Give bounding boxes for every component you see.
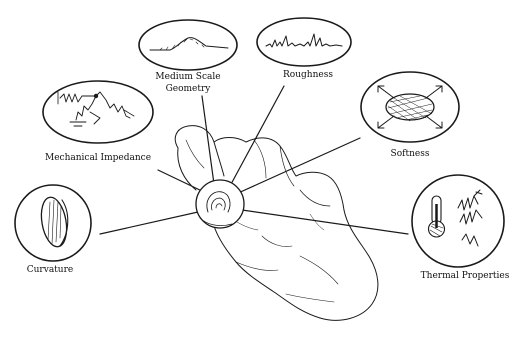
curved-disc-icon [15,185,91,261]
label-mechanical-impedance: Mechanical Impedance [38,152,158,164]
label-medium-scale-line2: Geometry [150,83,226,95]
thermometer-icon [412,175,504,267]
line-medium-scale [202,96,214,184]
bump-surface-icon [139,20,237,70]
squeeze-ellipse-icon [361,72,459,142]
fingertip-contact-icon [196,180,244,228]
spring-damper-icon [43,81,153,143]
label-roughness: Roughness [278,69,338,81]
rough-surface-icon [257,18,351,66]
line-curvature [100,212,198,234]
label-thermal-properties: Thermal Properties [418,270,512,282]
label-curvature: Curvature [20,264,80,276]
line-thermal [242,210,408,234]
label-softness: Softness [382,148,438,160]
label-medium-scale-geometry: Medium Scale Geometry [150,71,226,95]
label-medium-scale-line1: Medium Scale [150,71,226,83]
line-softness [236,138,360,194]
line-roughness [230,86,284,186]
line-mechanical [158,170,204,192]
